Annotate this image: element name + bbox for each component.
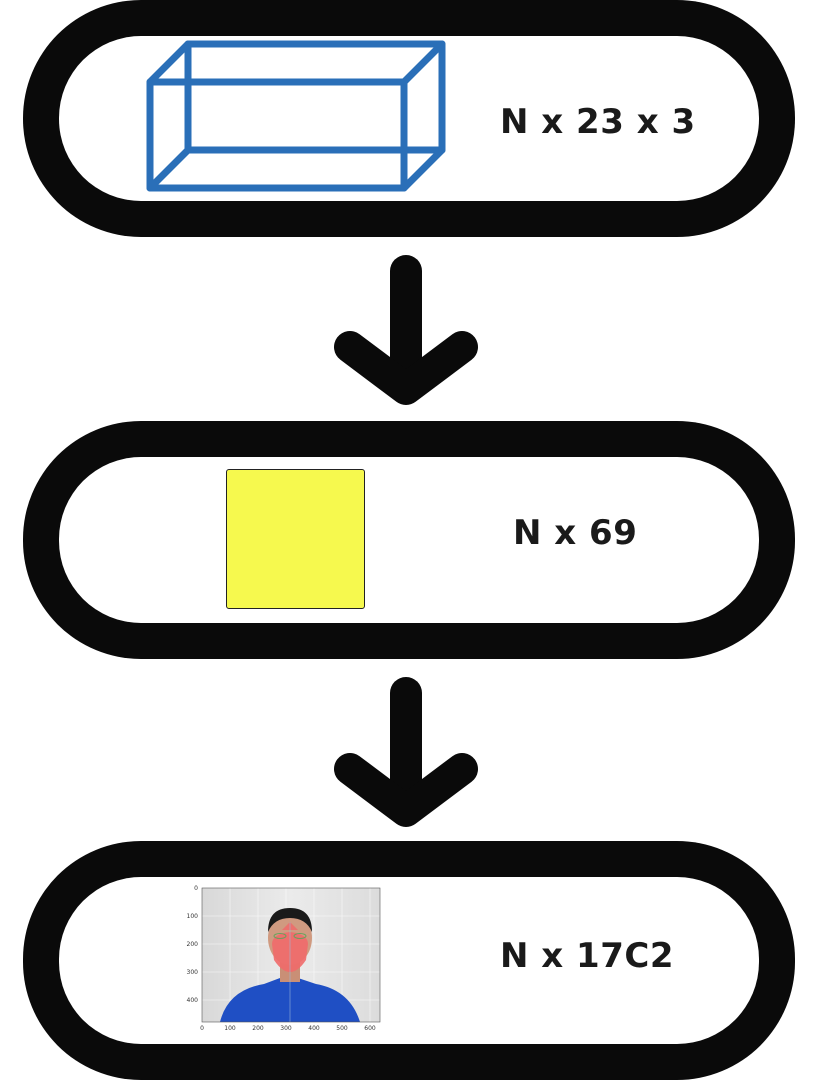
down-arrow-icon — [334, 255, 478, 405]
cuboid-back-face — [184, 40, 446, 154]
stage-3-dimension-label: N x 17C2 — [500, 936, 674, 976]
cuboid-front-face — [146, 78, 408, 192]
x-tick-label: 0 — [200, 1025, 204, 1032]
y-tick-label: 300 — [187, 969, 199, 976]
stage-2-dimension-label: N x 69 — [513, 513, 638, 553]
person-hair — [268, 908, 312, 932]
down-arrow-icon — [334, 677, 478, 827]
y-tick-label: 400 — [187, 997, 199, 1004]
stage-flattened-vector — [23, 421, 795, 659]
x-tick-label: 100 — [224, 1025, 236, 1032]
stage-pairwise-features — [23, 841, 795, 1080]
plot-axes — [201, 887, 381, 1023]
y-tick-label: 0 — [194, 885, 198, 892]
webcam-keypoint-plot: 0 100 200 300 400 500 600 0 100 200 300 … — [187, 885, 381, 1032]
flattened-vector-square — [226, 469, 365, 609]
stage-inner — [59, 36, 759, 201]
x-tick-label: 600 — [364, 1025, 376, 1032]
stage-inner — [59, 877, 759, 1044]
stage-joints-3d — [23, 0, 795, 237]
x-tick-label: 400 — [308, 1025, 320, 1032]
cuboid-wireframe-icon — [146, 40, 446, 192]
x-tick-label: 200 — [252, 1025, 264, 1032]
y-tick-label: 200 — [187, 941, 199, 948]
x-tick-label: 500 — [336, 1025, 348, 1032]
x-tick-label: 300 — [280, 1025, 292, 1032]
stage-1-dimension-label: N x 23 x 3 — [500, 102, 696, 142]
stage-inner — [59, 457, 759, 623]
y-tick-label: 100 — [187, 913, 199, 920]
